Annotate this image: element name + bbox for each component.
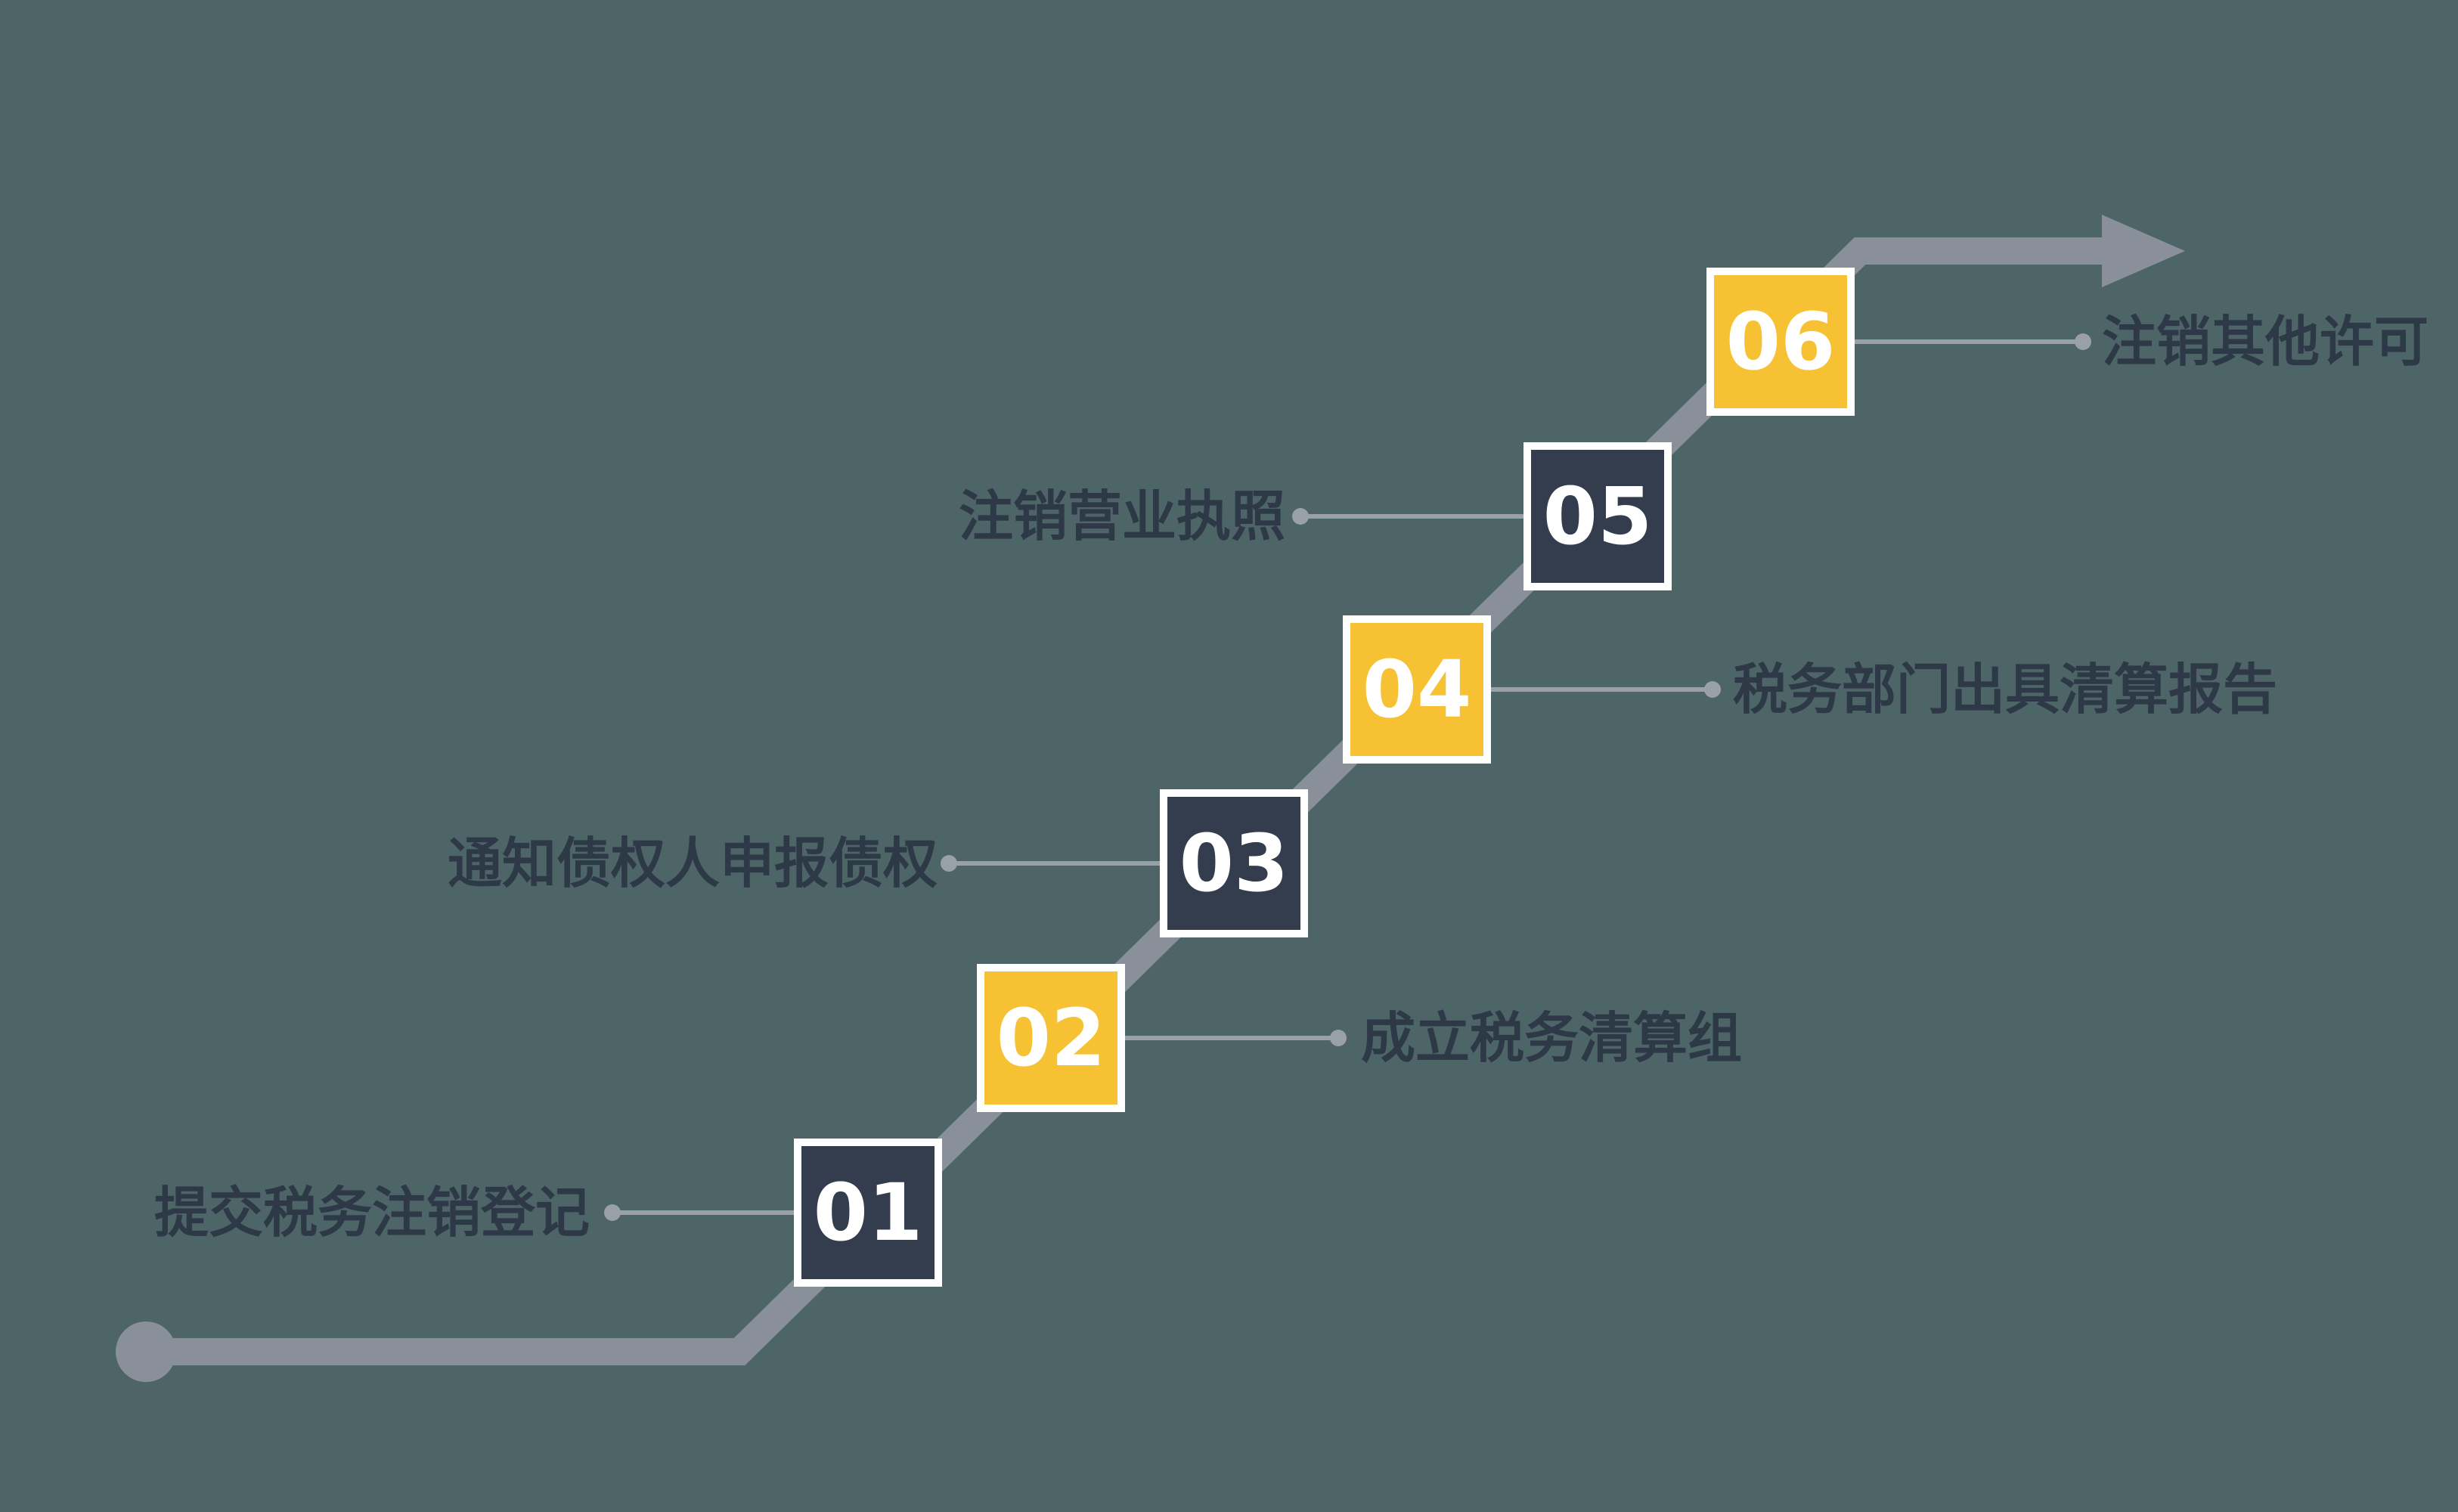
connector-dot-icon <box>941 855 957 872</box>
step-06-connector <box>1855 333 2091 350</box>
step-03-number: 03 <box>1179 817 1289 909</box>
connector-dot-icon <box>1330 1030 1347 1046</box>
connector-dot-icon <box>604 1204 621 1221</box>
arrowhead-icon <box>2102 215 2185 287</box>
step-01-number: 01 <box>813 1167 923 1259</box>
step-01-connector <box>604 1204 794 1221</box>
step-01-label: 提交税务注销登记 <box>153 1181 590 1244</box>
step-06-number: 06 <box>1725 296 1836 388</box>
step-04-number: 04 <box>1362 643 1472 736</box>
step-02-label: 成立税务清算组 <box>1361 1006 1743 1070</box>
step-05-square: 05 <box>1523 442 1672 590</box>
step-04-square: 04 <box>1343 615 1491 764</box>
step-01-square: 01 <box>794 1139 942 1287</box>
step-06-label: 注销其他许可 <box>2102 310 2429 373</box>
step-04-label: 税务部门出具清算报告 <box>1733 658 2278 721</box>
step-02-number: 02 <box>996 992 1106 1084</box>
step-05-label: 注销营业执照 <box>958 485 1285 548</box>
connector-dot-icon <box>1704 681 1721 698</box>
step-03-connector <box>941 855 1160 872</box>
connector-dot-icon <box>2075 333 2091 350</box>
step-05-number: 05 <box>1542 470 1653 562</box>
step-04-connector <box>1491 681 1721 698</box>
step-06-square: 06 <box>1706 268 1855 416</box>
step-03-label: 通知债权人申报债权 <box>447 832 938 895</box>
step-02-square: 02 <box>977 964 1125 1112</box>
step-02-connector <box>1125 1030 1347 1046</box>
step-05-connector <box>1292 508 1523 525</box>
step-03-square: 03 <box>1160 789 1308 937</box>
connector-dot-icon <box>1292 508 1309 525</box>
